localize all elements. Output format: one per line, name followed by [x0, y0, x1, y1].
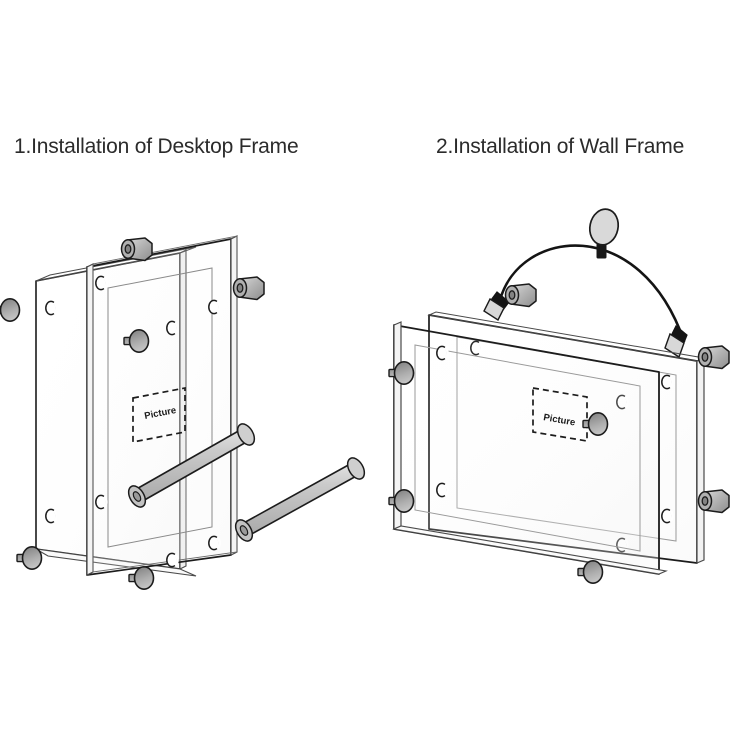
- mounting-hole-icon: [207, 299, 221, 315]
- desktop-frame-diagram: Picture: [0, 235, 366, 591]
- mounting-hole-icon: [94, 275, 108, 291]
- screw-cap-icon: [577, 559, 604, 585]
- section-title-desktop-frame: 1.Installation of Desktop Frame: [14, 135, 299, 158]
- wall-nail-icon: [588, 208, 620, 259]
- mounting-hole-icon: [660, 508, 674, 524]
- mounting-hole-icon: [435, 482, 449, 498]
- section-title-wall-frame: 2.Installation of Wall Frame: [436, 135, 685, 158]
- wire-sleeve-icon: [483, 297, 505, 322]
- screw-cap-icon: [388, 360, 415, 386]
- hanging-wire-icon: [498, 244, 686, 343]
- mounting-hole-icon: [435, 345, 449, 361]
- mounting-hole-icon: [660, 374, 674, 390]
- hanging-wire-assembly: [483, 208, 688, 359]
- mounting-hole-icon: [165, 320, 179, 336]
- screw-cap-icon: [128, 565, 155, 591]
- mounting-hole-icon: [44, 508, 58, 524]
- screw-cap-icon: [0, 297, 21, 323]
- desktop-front-panel: [86, 235, 238, 576]
- standoff-barrel-icon: [232, 276, 265, 301]
- screw-cap-icon: [388, 488, 415, 514]
- support-rod-icon: [234, 457, 366, 542]
- standoff-barrel-icon: [697, 345, 730, 370]
- mounting-hole-icon: [94, 494, 108, 510]
- mounting-hole-icon: [44, 300, 58, 316]
- screw-cap-icon: [16, 545, 43, 571]
- mounting-hole-icon: [165, 552, 179, 568]
- standoff-barrel-icon: [120, 237, 153, 262]
- mounting-hole-icon: [207, 535, 221, 551]
- wall-frame-diagram: Picture: [388, 208, 730, 585]
- standoff-barrel-icon: [504, 283, 537, 308]
- desktop-support-rods: [127, 423, 366, 542]
- wire-sleeve-icon: [664, 332, 685, 359]
- support-rod-icon: [127, 423, 256, 508]
- standoff-barrel-icon: [697, 489, 730, 514]
